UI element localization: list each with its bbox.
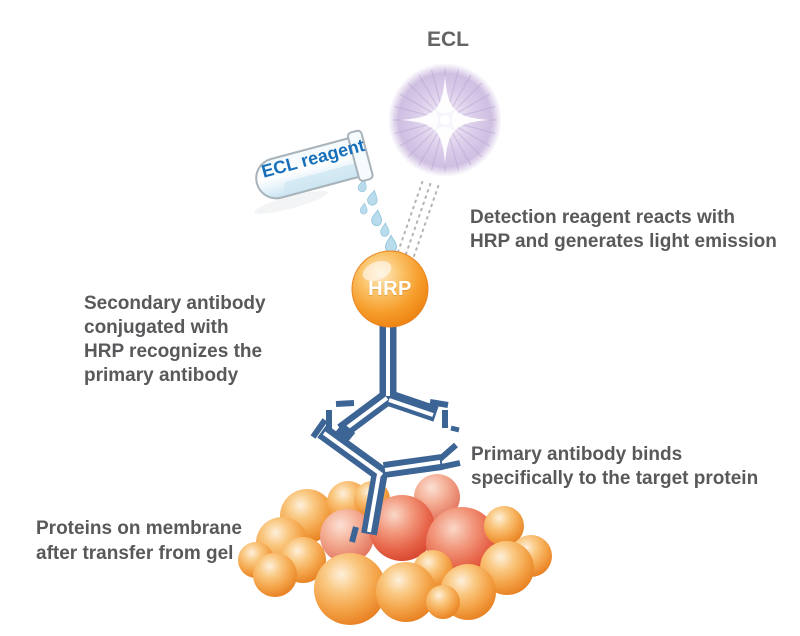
hrp-sphere-icon (351, 250, 429, 328)
primary-antibody-icon (310, 418, 461, 543)
hrp-label: HRP (368, 278, 412, 300)
annotation-proteins-membrane: Proteins on membrane after transfer from… (36, 518, 242, 564)
reagent-droplets-icon (351, 169, 398, 254)
annotation-detection-reagent: Detection reagent reacts with HRP and ge… (470, 207, 777, 252)
emission-rays-icon (397, 179, 440, 257)
reagent-tube-icon (254, 129, 374, 214)
annotation-primary-antibody: Primary antibody binds specifically to t… (471, 444, 759, 489)
annotation-secondary-antibody: Secondary antibody conjugated with HRP r… (84, 293, 266, 386)
light-emission-burst-icon (388, 63, 502, 177)
secondary-antibody-icon (326, 324, 460, 438)
binding-site-diamond (332, 422, 356, 446)
ecl-title: ECL (427, 28, 469, 51)
protein-cluster-front (253, 550, 496, 625)
